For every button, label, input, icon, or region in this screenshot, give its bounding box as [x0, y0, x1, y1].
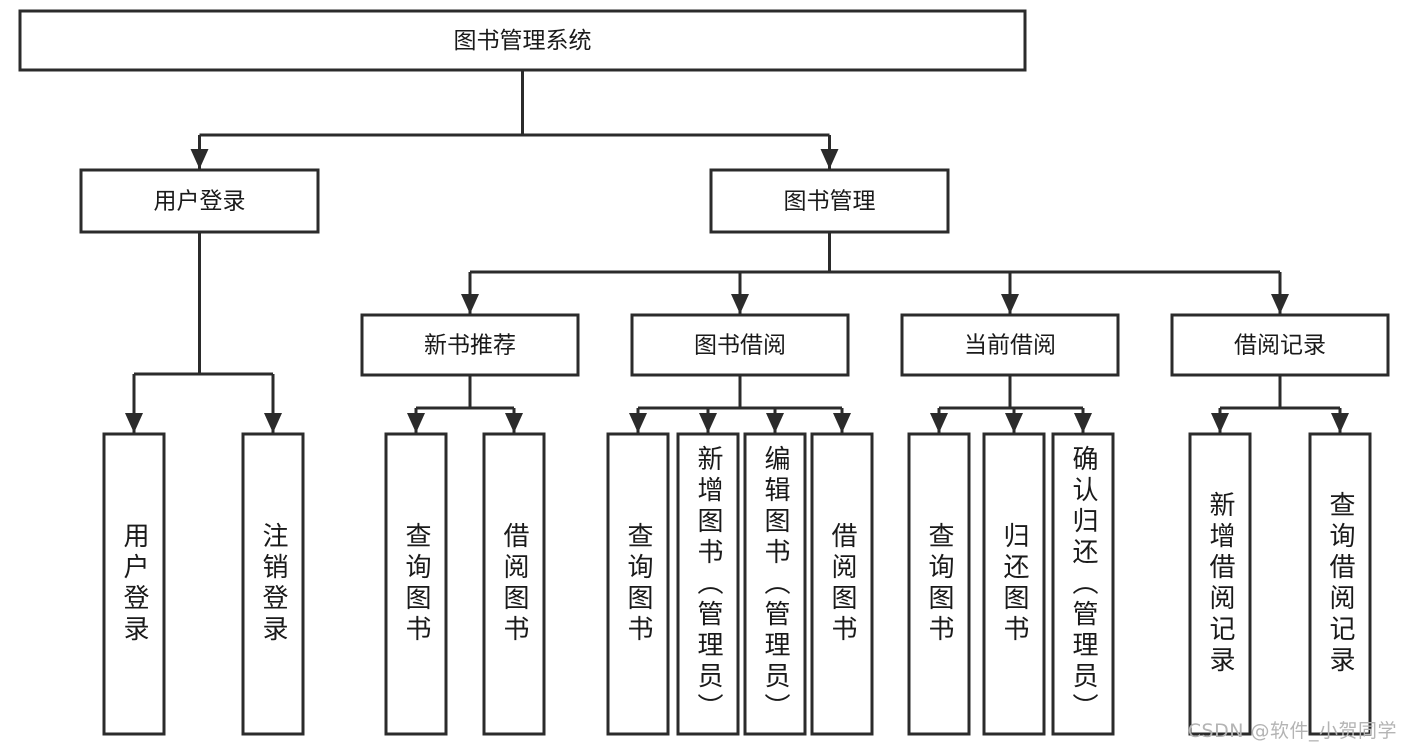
level3-node-2-box[interactable]	[900, 313, 1120, 377]
leaf-book-borrow-arrow-1	[699, 413, 717, 433]
level3-node-0-box[interactable]	[360, 313, 580, 377]
leaf-node-2-box[interactable]	[384, 432, 448, 736]
leaf-node-1-box[interactable]	[241, 432, 305, 736]
leaf-current-borrow-arrow-2	[1074, 413, 1092, 433]
leaf-borrow-record-arrow-1	[1331, 413, 1349, 433]
leaf-node-10-box[interactable]	[1051, 432, 1115, 736]
root-node-label: 图书管理系统	[454, 28, 592, 54]
leaf-new-book-rec-arrow-1	[505, 413, 523, 433]
leaf-new-book-rec-arrow-0	[407, 413, 425, 433]
leaf-node-4-box[interactable]	[606, 432, 670, 736]
leaf-node-0-box[interactable]	[102, 432, 166, 736]
level3-node-3-box[interactable]	[1170, 313, 1390, 377]
leaf-user-login-arrow-1	[264, 413, 282, 433]
root-node-box[interactable]	[18, 9, 1027, 72]
leaf-node-12-box[interactable]	[1308, 432, 1372, 736]
root-to-level2-arrow-1	[820, 149, 839, 169]
bookmanage-to-level3-arrow-3	[1271, 294, 1289, 314]
leaf-node-7-box[interactable]	[810, 432, 874, 736]
leaf-user-login-arrow-0	[125, 413, 143, 433]
connector-lines-group	[125, 70, 1349, 433]
leaf-node-8-box[interactable]	[907, 432, 971, 736]
watermark-text: CSDN @软件_小贺同学	[1187, 720, 1397, 742]
level3-node-2-label: 当前借阅	[964, 333, 1056, 359]
root-to-level2-arrow-0	[190, 149, 209, 169]
level3-node-1-box[interactable]	[630, 313, 850, 377]
level2-node-1-label: 图书管理	[784, 189, 876, 215]
leaf-current-borrow-arrow-0	[930, 413, 948, 433]
leaf-book-borrow-arrow-2	[766, 413, 784, 433]
leaf-current-borrow-arrow-1	[1005, 413, 1023, 433]
bookmanage-to-level3-arrow-2	[1001, 294, 1019, 314]
bookmanage-to-level3-arrow-1	[731, 294, 749, 314]
leaf-borrow-record-arrow-0	[1211, 413, 1229, 433]
leaf-node-9-box[interactable]	[982, 432, 1046, 736]
leaf-book-borrow-arrow-0	[629, 413, 647, 433]
leaf-node-5-box[interactable]	[676, 432, 740, 736]
level2-node-1-box[interactable]	[709, 168, 950, 234]
leaf-node-6-box[interactable]	[743, 432, 807, 736]
node-boxes-group	[18, 9, 1390, 736]
level3-node-3-label: 借阅记录	[1234, 333, 1326, 359]
leaf-node-3-box[interactable]	[482, 432, 546, 736]
level3-node-1-label: 图书借阅	[694, 333, 786, 359]
level2-node-0-label: 用户登录	[154, 189, 246, 215]
bookmanage-to-level3-arrow-0	[461, 294, 479, 314]
level3-node-0-label: 新书推荐	[424, 333, 516, 359]
leaf-book-borrow-arrow-3	[833, 413, 851, 433]
leaf-node-11-box[interactable]	[1188, 432, 1252, 736]
level2-node-0-box[interactable]	[79, 168, 320, 234]
